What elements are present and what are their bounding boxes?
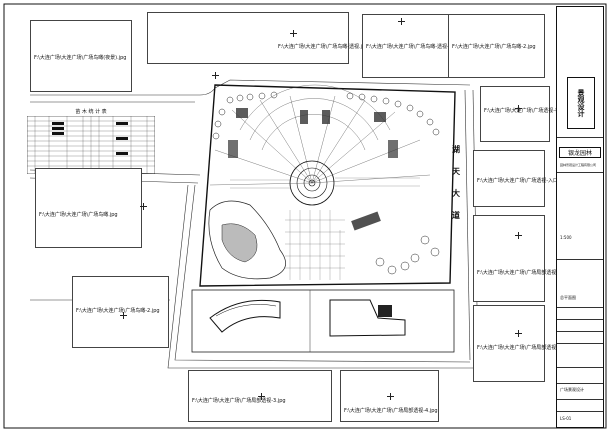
photo-placeholder: F:\大连广场\大连广场\广场透视-入口.jpg <box>473 150 567 207</box>
paving-grid <box>230 177 420 280</box>
curved-building <box>209 299 281 333</box>
project-name: 广场景观设计 <box>560 387 584 392</box>
garden-pond <box>208 200 286 280</box>
scale-text: 1:500 <box>560 235 572 240</box>
crosshair-mark <box>398 18 405 25</box>
company-name: 银龙园林 <box>559 147 601 158</box>
company-sub: 园林景观设计工程有限公司 <box>560 163 597 167</box>
tower-block <box>378 305 392 317</box>
crosshair-mark <box>387 393 394 400</box>
legend-title: 苗 木 统 计 表 <box>75 109 107 115</box>
photo-placeholder: F:\大连广场\大连广场\广场鸟瞰-2.jpg <box>448 14 545 78</box>
tree-planting <box>212 91 440 275</box>
crosshair-mark <box>120 312 127 319</box>
crosshair-mark <box>515 330 522 337</box>
photo-placeholder: F:\大连广场\大连广场\广场局部透视-1.jpg <box>473 215 571 302</box>
photo-placeholder: F:\大连广场\大连广场\广场鸟瞰.jpg <box>35 168 142 248</box>
site-boundary <box>199 84 456 287</box>
dense-planting <box>228 108 398 231</box>
legend-grid <box>26 115 156 175</box>
building-lot <box>191 289 455 353</box>
crosshair-mark <box>515 105 522 112</box>
crosshair-mark <box>258 393 265 400</box>
crosshair-mark <box>290 30 297 37</box>
photo-placeholder: F:\大连广场\大连广场\广场鸟瞰-透视.jpg <box>147 12 368 64</box>
drawing-name: 总平面图 <box>560 295 576 300</box>
crosshair-mark <box>212 72 219 79</box>
legend-table: 苗 木 统 计 表 <box>26 108 156 175</box>
crosshair-mark <box>515 232 522 239</box>
photo-placeholder: F:\大连广场\大连广场\广场鸟瞰(夜景).jpg <box>30 20 132 92</box>
photo-placeholder: F:\大连广场\大连广场\广场局部透视-2.jpg <box>473 305 571 382</box>
photo-placeholder: F:\大连广场\大连广场\广场鸟瞰-2.jpg <box>72 276 169 348</box>
title-block: 景观设计 银龙园林 园林景观设计工程有限公司 1:500 总平面图 广场景观设计… <box>556 6 604 428</box>
sheet-number: LS-01 <box>560 416 572 421</box>
road-label: 湖 天 大 道 <box>452 144 460 220</box>
sheet-border <box>3 3 607 429</box>
photo-placeholder: F:\大连广场\大连广场\广场鸟瞰-透视-2.jpg <box>362 14 461 78</box>
right-building <box>329 299 406 337</box>
design-title: 景观设计 <box>567 77 595 129</box>
crosshair-mark <box>140 203 147 210</box>
photo-placeholder: F:\大连广场\大连广场\广场透视-夜景.jpg <box>480 86 574 142</box>
